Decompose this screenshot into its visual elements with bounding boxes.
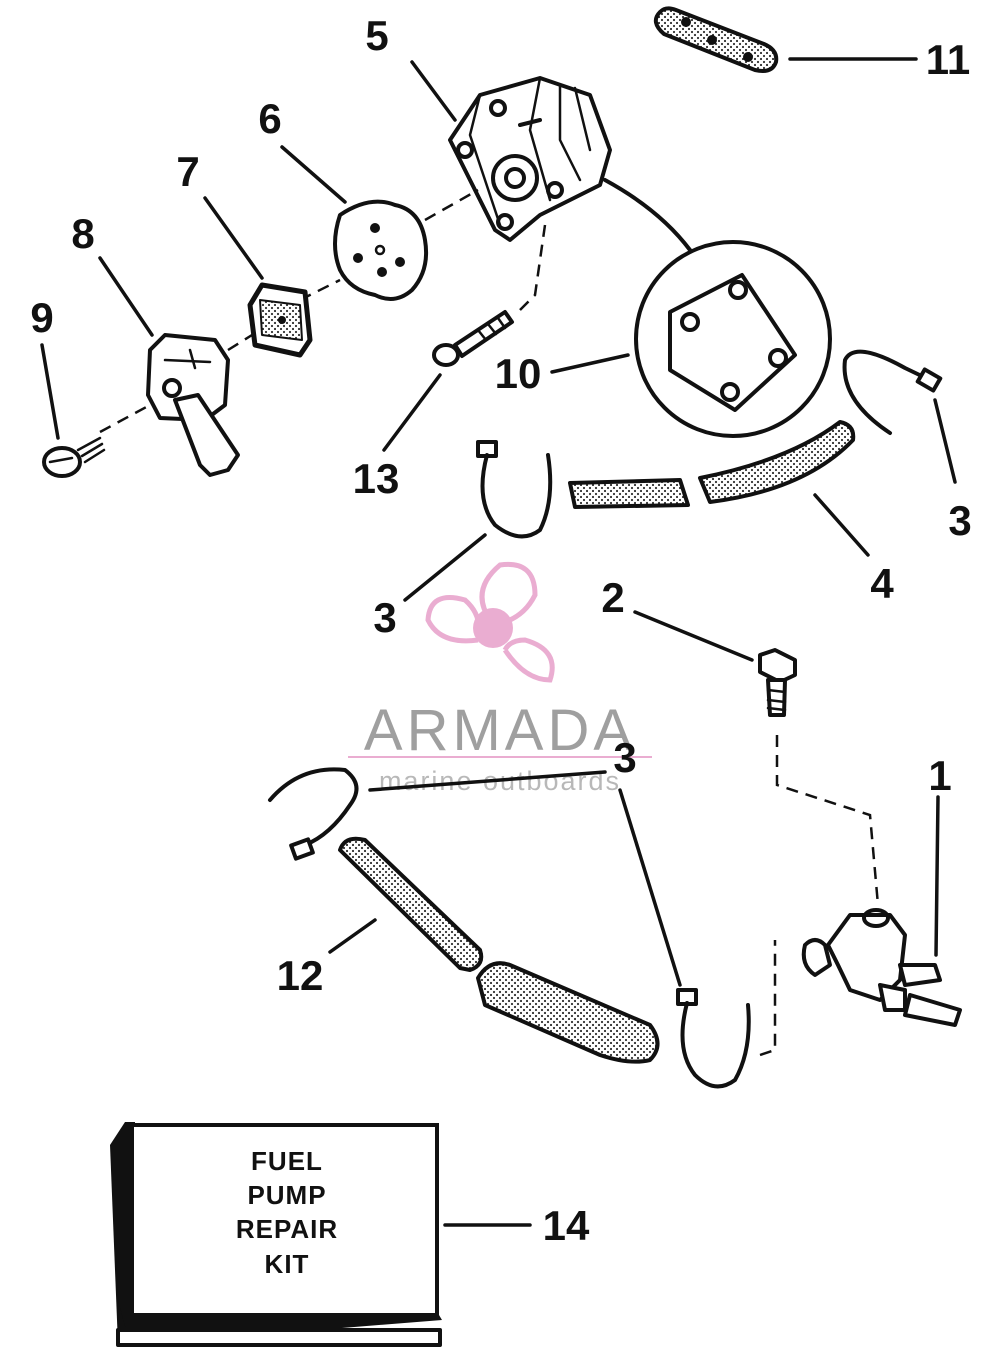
callout-7: 7 bbox=[176, 148, 199, 195]
leader-5 bbox=[410, 60, 457, 122]
part-12-fuel-hose[interactable] bbox=[338, 836, 660, 1064]
part-3-clamp-lower-right[interactable] bbox=[676, 988, 751, 1089]
part-3-clamp-upper-left[interactable] bbox=[476, 440, 553, 539]
leader-2 bbox=[633, 610, 754, 662]
callout-13: 13 bbox=[353, 455, 400, 502]
leader-3-right bbox=[933, 398, 957, 484]
callout-14: 14 bbox=[543, 1202, 590, 1249]
part-10-mounting-plate[interactable] bbox=[634, 240, 832, 438]
part-9-screw[interactable] bbox=[42, 436, 106, 478]
callout-8: 8 bbox=[71, 210, 94, 257]
leader-3-bottom-b bbox=[618, 788, 682, 987]
callout-2: 2 bbox=[601, 574, 624, 621]
callout-10: 10 bbox=[495, 350, 542, 397]
callout-12: 12 bbox=[277, 952, 324, 999]
leader-10 bbox=[550, 353, 630, 374]
kit-label-line-4: KIT bbox=[265, 1249, 310, 1279]
part-11-gasket[interactable] bbox=[653, 6, 779, 73]
callout-4: 4 bbox=[870, 560, 894, 607]
watermark-brand: ARMADA bbox=[364, 698, 636, 763]
part-3-clamp-upper-right[interactable] bbox=[842, 349, 943, 435]
leader-8 bbox=[98, 256, 154, 337]
kit-label-line-1: FUEL bbox=[251, 1146, 323, 1176]
part-13-pump-screw[interactable] bbox=[432, 310, 514, 367]
leader-3-bottom-a bbox=[368, 770, 607, 792]
part-4-fuel-hose[interactable] bbox=[568, 420, 856, 509]
leader-12 bbox=[328, 918, 377, 954]
callout-3-bottom: 3 bbox=[613, 734, 636, 781]
leader-3-left bbox=[403, 533, 487, 602]
part-6-diaphragm[interactable] bbox=[333, 199, 429, 301]
leader-13 bbox=[382, 373, 442, 452]
callout-9: 9 bbox=[30, 294, 53, 341]
kit-label-line-2: PUMP bbox=[247, 1180, 326, 1210]
callout-3-right: 3 bbox=[948, 497, 971, 544]
propeller-logo-icon bbox=[425, 561, 555, 683]
leader-9 bbox=[40, 343, 60, 440]
part-1-fuel-connector[interactable] bbox=[801, 908, 962, 1027]
part-3-clamp-lower-left[interactable] bbox=[268, 767, 359, 861]
leader-7 bbox=[203, 196, 264, 280]
callout-1: 1 bbox=[928, 752, 951, 799]
leader-6 bbox=[280, 145, 347, 204]
callout-11: 11 bbox=[926, 36, 970, 83]
kit-label-line-3: REPAIR bbox=[236, 1214, 338, 1244]
part-2-bolt[interactable] bbox=[758, 648, 797, 717]
pump-hose bbox=[603, 178, 692, 252]
callout-3-left: 3 bbox=[373, 594, 396, 641]
part-8-primer-cover[interactable] bbox=[146, 333, 240, 477]
leader-4 bbox=[813, 493, 870, 557]
part-14-repair-kit-box[interactable]: FUEL PUMP REPAIR KIT bbox=[110, 1122, 442, 1347]
part-5-fuel-pump-body[interactable] bbox=[448, 76, 612, 242]
leader-1 bbox=[934, 795, 940, 957]
part-7-valve-plate[interactable] bbox=[247, 282, 313, 358]
callout-6: 6 bbox=[258, 95, 281, 142]
callout-5: 5 bbox=[365, 12, 388, 59]
